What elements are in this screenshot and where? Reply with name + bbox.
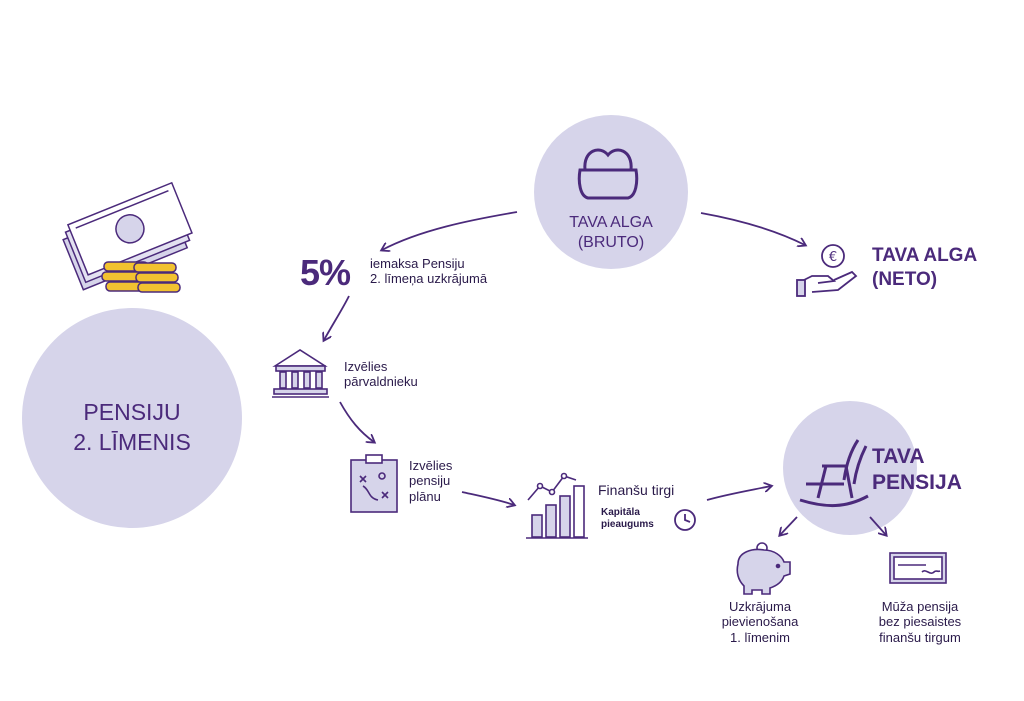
salary-net-line1: TAVA ALGA: [872, 245, 978, 266]
flow-arrows: [324, 211, 886, 535]
arrow-manager-to-plan: [339, 401, 374, 442]
your-pension-label: TAVA PENSIJA: [872, 444, 962, 495]
cheque-icon: [889, 552, 947, 584]
option-savings-text: Uzkrājuma pievienošana 1. līmenim: [706, 599, 814, 645]
bank-icon: [272, 349, 329, 398]
salary-gross-label: TAVA ALGA (BRUTO): [546, 213, 676, 253]
pension-level-line1: PENSIJU: [83, 399, 181, 425]
piggy-bank-icon: [736, 542, 791, 595]
pension-level-line2: 2. LĪMENIS: [73, 428, 191, 455]
plan-line1: Izvēlies: [409, 458, 453, 473]
plan-line2: pensiju: [409, 473, 451, 489]
arrow-pension-to-savings: [780, 516, 798, 535]
pension-level-label: PENSIJU 2. LĪMENIS: [52, 398, 212, 458]
market-sub2: pieaugums: [601, 519, 654, 530]
arrow-market-to-pension: [706, 486, 771, 501]
contribution-percent: 5%: [300, 252, 351, 293]
option-savings-line2: pievienošana: [721, 614, 799, 630]
arrow-pension-to-annuity: [869, 516, 886, 535]
rocking-chair-icon: [799, 439, 869, 508]
market-title: Finanšu tirgi: [598, 482, 675, 498]
arrow-plan-to-market: [461, 491, 514, 505]
manager-line2: pārvaldnieku: [344, 374, 418, 390]
option-savings-line1: Uzkrājuma: [728, 599, 792, 614]
salary-net-label: TAVA ALGA (NETO): [872, 244, 977, 292]
salary-gross-line1: TAVA ALGA: [569, 214, 653, 231]
your-pension-circle: [783, 401, 917, 535]
salary-gross-circle: [534, 115, 688, 269]
arrow-gross-to-net: [700, 212, 805, 245]
chart-growth-icon: [526, 472, 588, 539]
arrow-gross-to-contribution: [382, 211, 518, 250]
arrow-contribution-to-manager: [324, 295, 350, 340]
manager-text: Izvēlies pārvaldnieku: [344, 359, 418, 390]
pension-level-circle: [22, 308, 242, 528]
plan-line3: plānu: [409, 488, 441, 504]
clipboard-plan-icon: [350, 454, 398, 513]
market-sub1: Kapitāla: [601, 507, 640, 518]
manager-line1: Izvēlies: [344, 359, 388, 374]
contribution-line2: 2. līmeņa uzkrājumā: [370, 271, 488, 287]
market-sub: Kapitāla pieaugums: [601, 507, 654, 531]
euro-hand-icon: €: [796, 244, 858, 297]
contribution-line1: iemaksa Pensiju: [370, 256, 465, 271]
option-annuity-line1: Mūža pensija: [881, 599, 959, 614]
your-pension-line2: PENSIJA: [872, 470, 962, 494]
svg-text:€: €: [829, 250, 837, 265]
clock-icon: [674, 509, 696, 531]
contribution-text: iemaksa Pensiju 2. līmeņa uzkrājumā: [370, 256, 487, 287]
money-coins-icon: [62, 181, 193, 293]
purse-icon: [577, 148, 639, 200]
option-savings-line3: 1. līmenim: [730, 629, 790, 645]
your-pension-line1: TAVA: [872, 445, 925, 468]
option-annuity-line2: bez piesaistes: [878, 614, 962, 630]
option-annuity-text: Mūža pensija bez piesaistes finanšu tirg…: [860, 599, 980, 645]
option-annuity-line3: finanšu tirgum: [879, 629, 961, 645]
plan-text: Izvēlies pensiju plānu: [409, 458, 452, 504]
salary-gross-line2: (BRUTO): [577, 234, 645, 251]
salary-net-line2: (NETO): [872, 268, 938, 290]
